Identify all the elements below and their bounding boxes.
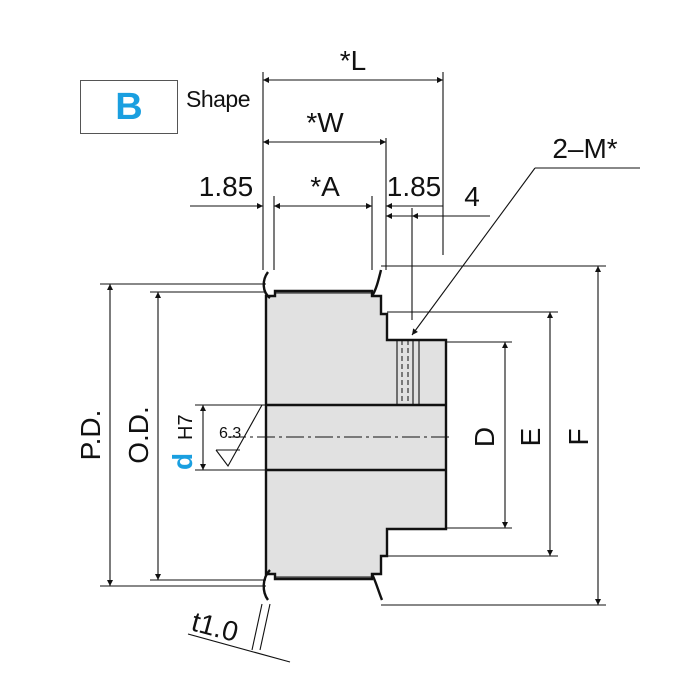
dim-D-label: D bbox=[469, 427, 500, 447]
shape-indicator-box: B bbox=[80, 80, 178, 134]
dim-od-label: O.D. bbox=[123, 406, 154, 464]
pulley-body bbox=[264, 289, 448, 581]
roughness-symbol bbox=[215, 404, 263, 468]
tap-leader-line bbox=[411, 167, 536, 336]
dim-tap-label: 2–M* bbox=[552, 133, 617, 164]
dim-A-label: *A bbox=[310, 171, 340, 202]
dim-bore-label: d bbox=[167, 453, 198, 470]
roughness-label: 6.3 bbox=[219, 425, 241, 442]
flange-left-bottom bbox=[262, 569, 271, 601]
flange-right-top bbox=[370, 269, 383, 297]
dim-bore-tol-label: H7 bbox=[175, 414, 197, 440]
dim-thickness-label: t1.0 bbox=[188, 606, 241, 648]
dim-L-label: *L bbox=[340, 45, 366, 76]
flange-right-bottom bbox=[370, 573, 384, 601]
flange-left-top bbox=[262, 271, 271, 299]
dim-flange-left-label: 1.85 bbox=[199, 171, 254, 202]
dim-E-label: E bbox=[515, 428, 546, 447]
dim-F-label: F bbox=[563, 428, 594, 445]
dim-flange-right-label: 1.85 bbox=[387, 171, 442, 202]
dim-thickness-line bbox=[187, 633, 291, 663]
shape-letter: B bbox=[115, 85, 143, 128]
dim-W-label: *W bbox=[306, 107, 344, 138]
shape-label: Shape bbox=[186, 86, 251, 112]
dim-hub-offset-label: 4 bbox=[464, 181, 480, 212]
dim-pd-label: P.D. bbox=[75, 410, 106, 461]
